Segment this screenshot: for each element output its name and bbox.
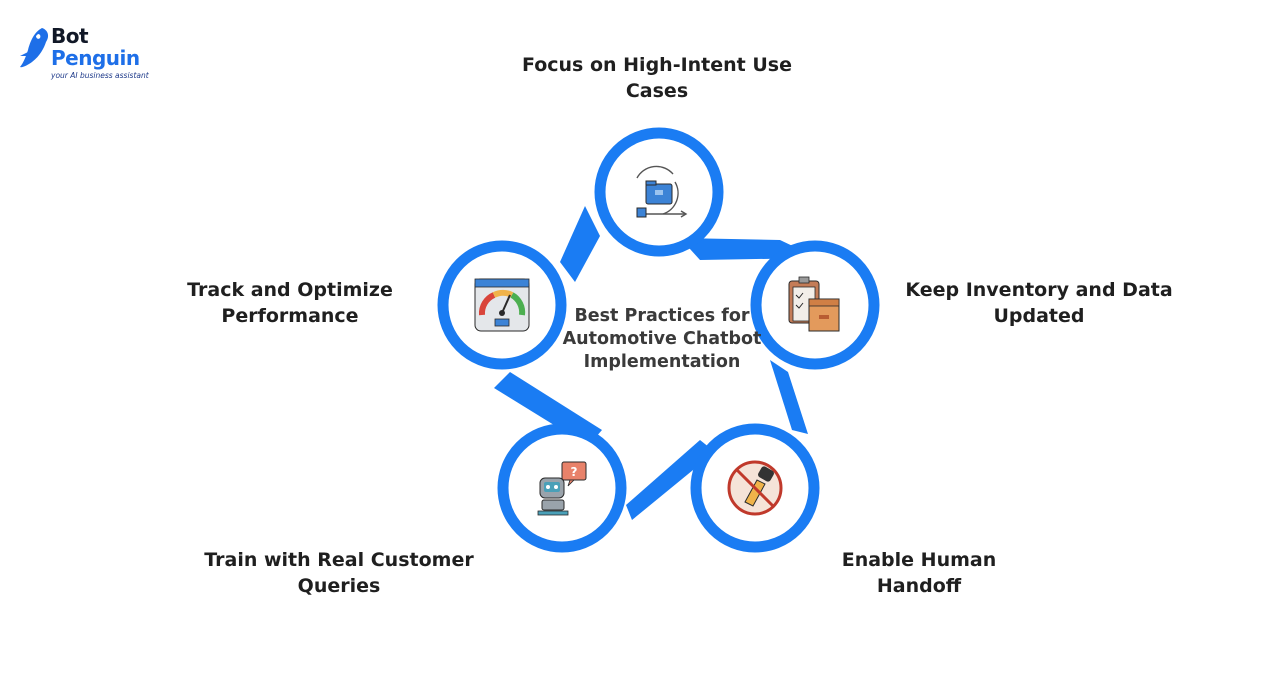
logo-text-bot: Bot: [51, 24, 89, 48]
logo-tagline: your AI business assistant: [51, 71, 149, 80]
clipboard-boxes-icon: [788, 276, 840, 332]
no-hand-icon: [727, 460, 783, 516]
connector-left-top: [560, 206, 600, 282]
robot-question-icon: ?: [537, 461, 587, 516]
label-left: Track and Optimize Performance: [187, 279, 393, 327]
logo-text-penguin: Penguin: [51, 46, 140, 70]
folder-cycle-icon: [636, 165, 688, 218]
penguin-logo-icon: [20, 28, 49, 68]
label-bottom-right: Enable Human Handoff: [841, 549, 997, 597]
label-right: Keep Inventory and Data Updated: [905, 279, 1173, 327]
botpenguin-logo: Bot Penguin your AI business assistant: [18, 24, 158, 84]
label-top: Focus on High-Intent Use Cases: [521, 54, 792, 102]
speedometer-icon: [474, 278, 530, 332]
center-title: Best Practices for Automotive Chatbot Im…: [562, 306, 762, 372]
svg-text:?: ?: [571, 465, 578, 479]
connector-bottom-left: [626, 440, 715, 520]
connector-right-bottom: [770, 360, 808, 434]
step-circles: [437, 127, 880, 553]
label-bottom-left: Train with Real Customer Queries: [204, 549, 474, 597]
